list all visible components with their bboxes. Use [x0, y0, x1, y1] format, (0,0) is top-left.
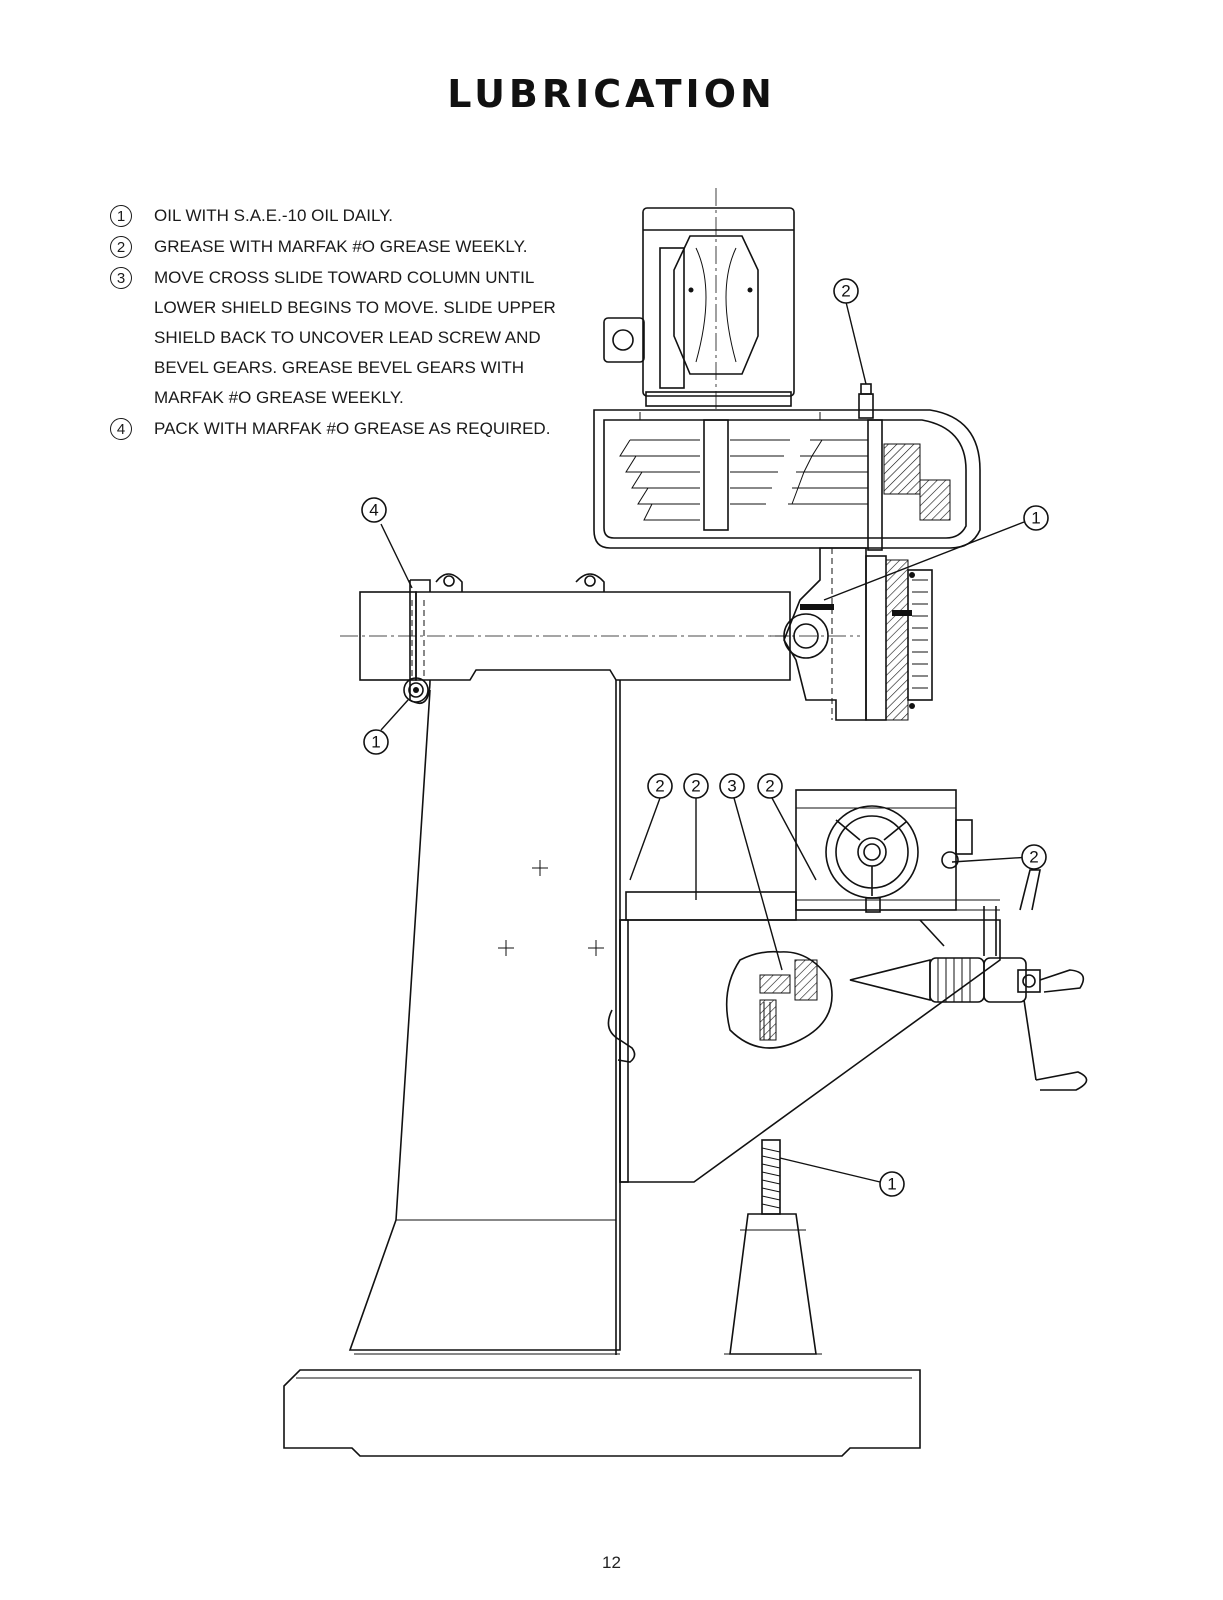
- callout-label: 2: [655, 777, 664, 796]
- lubrication-notes: 1 OIL WITH S.A.E.-10 OIL DAILY. 2 GREASE…: [110, 205, 580, 450]
- callout-bubble: 1: [1023, 505, 1049, 531]
- quill-housing: [770, 547, 933, 721]
- callout-label: 2: [691, 777, 700, 796]
- note-number: 4: [110, 418, 132, 440]
- callout-label: 3: [727, 777, 736, 796]
- callout-label: 1: [887, 1175, 896, 1194]
- callout-label: 4: [369, 501, 378, 520]
- motor: [603, 188, 795, 410]
- elevating-screw: [724, 1139, 822, 1355]
- note-item: 2 GREASE WITH MARFAK #O GREASE WEEKLY.: [110, 236, 580, 262]
- note-text: GREASE WITH MARFAK #O GREASE WEEKLY.: [154, 237, 528, 256]
- callout-label: 1: [1031, 509, 1040, 528]
- note-item: 4 PACK WITH MARFAK #O GREASE AS REQUIRED…: [110, 418, 580, 444]
- page-title: LUBRICATION: [447, 72, 776, 116]
- callout-bubble: 1: [879, 1171, 905, 1197]
- callout-label: 2: [841, 282, 850, 301]
- note-number: 2: [110, 236, 132, 258]
- callout-bubble: 1: [363, 729, 389, 755]
- callout-bubble: 2: [1021, 844, 1047, 870]
- note-number: 1: [110, 205, 132, 227]
- callout-bubble: 2: [833, 278, 859, 304]
- ram: [340, 573, 791, 705]
- callout-label: 1: [371, 733, 380, 752]
- note-text: MOVE CROSS SLIDE TOWARD COLUMN UNTIL LOW…: [154, 268, 556, 407]
- callout-bubble: 3: [719, 773, 745, 799]
- note-text: OIL WITH S.A.E.-10 OIL DAILY.: [154, 206, 394, 225]
- saddle: [625, 789, 1000, 956]
- belt-housing: [593, 383, 981, 551]
- note-item: 1 OIL WITH S.A.E.-10 OIL DAILY.: [110, 205, 580, 231]
- callout-bubble: 2: [757, 773, 783, 799]
- callout-bubble: 4: [361, 497, 387, 523]
- page-number: 12: [602, 1553, 621, 1572]
- note-item: 3 MOVE CROSS SLIDE TOWARD COLUMN UNTIL L…: [110, 267, 580, 413]
- callout-bubble: 2: [647, 773, 673, 799]
- base: [283, 1369, 921, 1457]
- column: [348, 680, 621, 1355]
- callout-bubble: 2: [683, 773, 709, 799]
- note-text: PACK WITH MARFAK #O GREASE AS REQUIRED.: [154, 419, 551, 438]
- note-number: 3: [110, 267, 132, 289]
- leader-lines: [380, 301, 1031, 1183]
- callout-label: 2: [1029, 848, 1038, 867]
- knee: [607, 869, 1088, 1183]
- callout-label: 2: [765, 777, 774, 796]
